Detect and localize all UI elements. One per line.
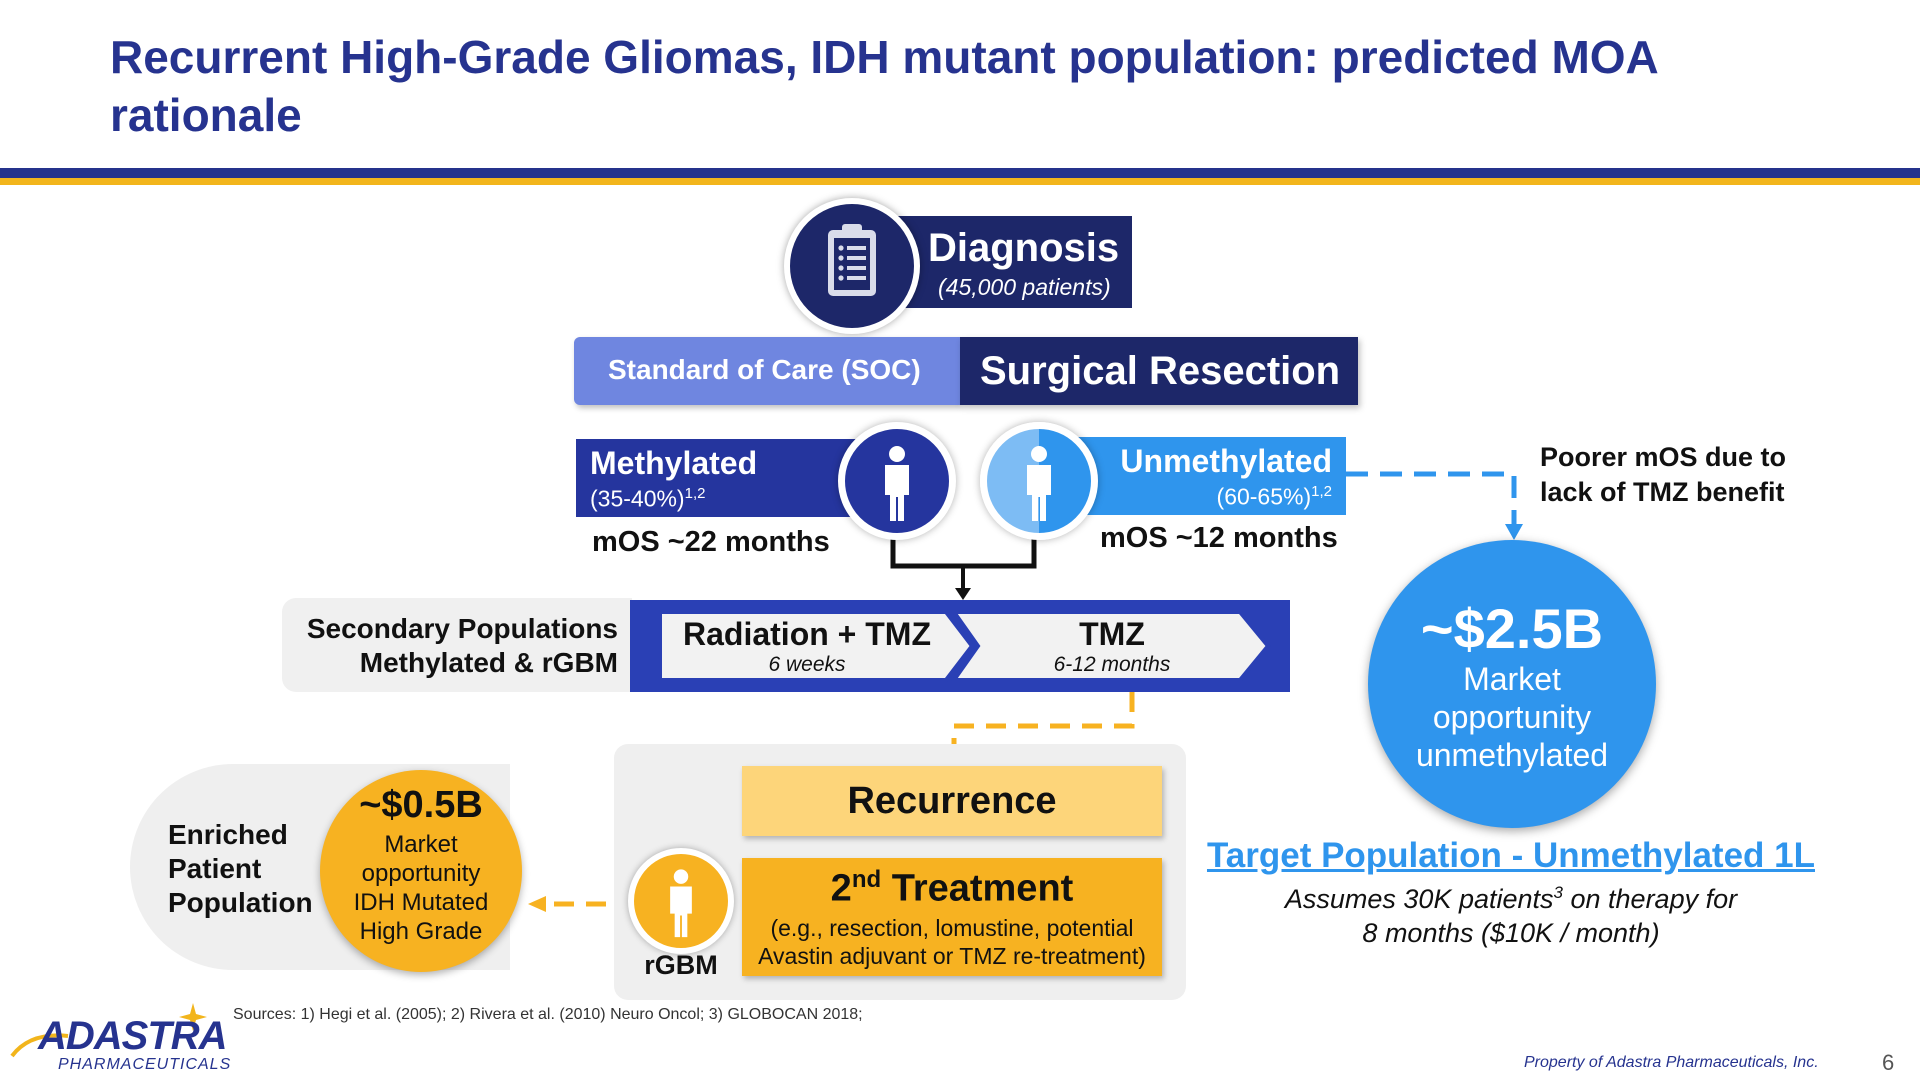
therapy-1-label: Radiation + TMZ xyxy=(683,616,931,652)
second-treatment-line-1: (e.g., resection, lomustine, potential xyxy=(770,915,1134,941)
second-treatment-line-2: Avastin adjuvant or TMZ re-treatment) xyxy=(758,943,1146,969)
diagnosis-patients: (45,000 patients) xyxy=(938,274,1111,300)
secondary-line-1: Secondary Populations xyxy=(306,613,618,644)
secondary-populations-box: Secondary Populations Methylated & rGBM xyxy=(282,598,632,692)
methylated-person-circle xyxy=(838,422,956,540)
soc-label: Standard of Care (SOC) xyxy=(608,354,921,385)
page-number: 6 xyxy=(1882,1050,1895,1075)
logo-swoosh-icon xyxy=(10,1033,69,1058)
market-unmethylated-line-1: Market xyxy=(1463,661,1561,697)
target-line-1: Assumes 30K patients3 on therapy for xyxy=(1196,876,1826,916)
soc-value-box: Surgical Resection xyxy=(960,337,1358,405)
enriched-line-3: Population xyxy=(168,887,313,918)
market-idh-value: ~$0.5B xyxy=(359,784,483,826)
target-line-1b: on therapy for xyxy=(1563,884,1738,914)
second-treatment-num: 2 xyxy=(830,867,852,910)
market-unmethylated-line-2: opportunity xyxy=(1432,699,1592,735)
unmethylated-mos: mOS ~12 months xyxy=(1100,522,1338,554)
recurrence-label: Recurrence xyxy=(847,780,1057,822)
methylated-pct-line: (35-40%)1,2 xyxy=(590,485,705,513)
therapy-step-2: TMZ 6-12 months xyxy=(980,616,1244,677)
second-treatment-title: 2nd Treatment xyxy=(742,866,1162,911)
logo-star-icon xyxy=(179,1003,207,1031)
methylated-ref: 1,2 xyxy=(684,485,706,502)
target-population-assumptions: Assumes 30K patients3 on therapy for 8 m… xyxy=(1196,876,1826,950)
market-unmethylated-label: Market opportunity unmethylated xyxy=(1368,660,1656,774)
market-unmethylated-value: ~$2.5B xyxy=(1420,597,1604,660)
person-icon xyxy=(885,446,909,521)
methylated-mos: mOS ~22 months xyxy=(592,526,830,558)
enriched-line-1: Enriched xyxy=(168,819,288,850)
person-icon xyxy=(1027,446,1051,521)
target-line-1a: Assumes 30K patients xyxy=(1284,884,1554,914)
poorer-note-line-2: lack of TMZ benefit xyxy=(1540,477,1785,507)
methylated-pct: (35-40%) xyxy=(590,485,685,512)
chevron-radiation-tmz xyxy=(658,610,975,682)
recurrence-box: Recurrence xyxy=(742,766,1162,836)
company-logo-subtitle: PHARMACEUTICALS xyxy=(58,1056,232,1073)
enriched-text: Enriched Patient Population xyxy=(168,818,313,920)
secondary-line-2: Methylated & rGBM xyxy=(359,647,618,678)
unmethylated-ref: 1,2 xyxy=(1311,483,1332,500)
target-population-title: Target Population - Unmethylated 1L xyxy=(1206,836,1815,875)
second-treatment-rest: Treatment xyxy=(881,867,1074,910)
unmethylated-pct-line: (60-65%)1,2 xyxy=(1217,483,1332,511)
therapy-1-duration: 6 weeks xyxy=(768,653,846,676)
company-logo: ADASTRA xyxy=(38,1014,228,1058)
second-treatment-box: 2nd Treatment (e.g., resection, lomustin… xyxy=(742,858,1162,976)
soc-label-box: Standard of Care (SOC) xyxy=(574,337,960,405)
unmethylated-title: Unmethylated xyxy=(1120,443,1332,479)
target-line-2: 8 months ($10K / month) xyxy=(1362,918,1660,948)
therapy-2-label: TMZ xyxy=(1079,616,1145,652)
person-icon xyxy=(670,869,692,938)
market-unmethylated-circle: ~$2.5B Market opportunity unmethylated xyxy=(1368,540,1656,828)
market-idh-line-3: IDH Mutated xyxy=(353,889,489,916)
chevron-tmz xyxy=(950,610,1271,682)
sources-note: Sources: 1) Hegi et al. (2005); 2) River… xyxy=(233,1006,863,1023)
secondary-populations-text: Secondary Populations Methylated & rGBM xyxy=(307,612,618,680)
rgbm-person-circle xyxy=(628,848,734,954)
market-idh-line-1: Market xyxy=(384,831,458,858)
enriched-line-2: Patient xyxy=(168,853,262,884)
header-rule-gold xyxy=(0,178,1920,185)
market-idh-label: Market opportunity IDH Mutated High Grad… xyxy=(320,830,522,946)
property-footer: Property of Adastra Pharmaceuticals, Inc… xyxy=(1524,1054,1819,1071)
poorer-mos-note: Poorer mOS due to lack of TMZ benefit xyxy=(1540,440,1786,510)
header-rule-blue xyxy=(0,168,1920,178)
market-idh-line-2: opportunity xyxy=(361,860,481,887)
slide-title: Recurrent High-Grade Gliomas, IDH mutant… xyxy=(110,31,1658,141)
diagnosis-circle xyxy=(784,198,920,334)
unmethylated-person-circle xyxy=(980,422,1098,540)
market-idh-line-4: High Grade xyxy=(359,918,483,945)
market-idh-circle: ~$0.5B Market opportunity IDH Mutated Hi… xyxy=(320,770,522,972)
methylated-title: Methylated xyxy=(590,445,758,481)
diagnosis-box: Diagnosis (45,000 patients) xyxy=(880,216,1132,308)
target-ref: 3 xyxy=(1553,883,1563,902)
clipboard-icon xyxy=(828,224,876,296)
second-treatment-examples: (e.g., resection, lomustine, potential A… xyxy=(742,914,1162,970)
rgbm-label: rGBM xyxy=(644,950,718,980)
therapy-step-1: Radiation + TMZ 6 weeks xyxy=(660,616,954,677)
diagnosis-title: Diagnosis xyxy=(928,226,1120,270)
second-treatment-sup: nd xyxy=(851,866,882,893)
therapy-2-duration: 6-12 months xyxy=(1053,653,1171,676)
unmethylated-pct: (60-65%) xyxy=(1216,483,1312,510)
soc-value: Surgical Resection xyxy=(980,349,1341,393)
methylated-box: Methylated (35-40%)1,2 xyxy=(576,439,866,517)
poorer-note-line-1: Poorer mOS due to xyxy=(1540,442,1787,472)
market-unmethylated-line-3: unmethylated xyxy=(1415,737,1609,773)
